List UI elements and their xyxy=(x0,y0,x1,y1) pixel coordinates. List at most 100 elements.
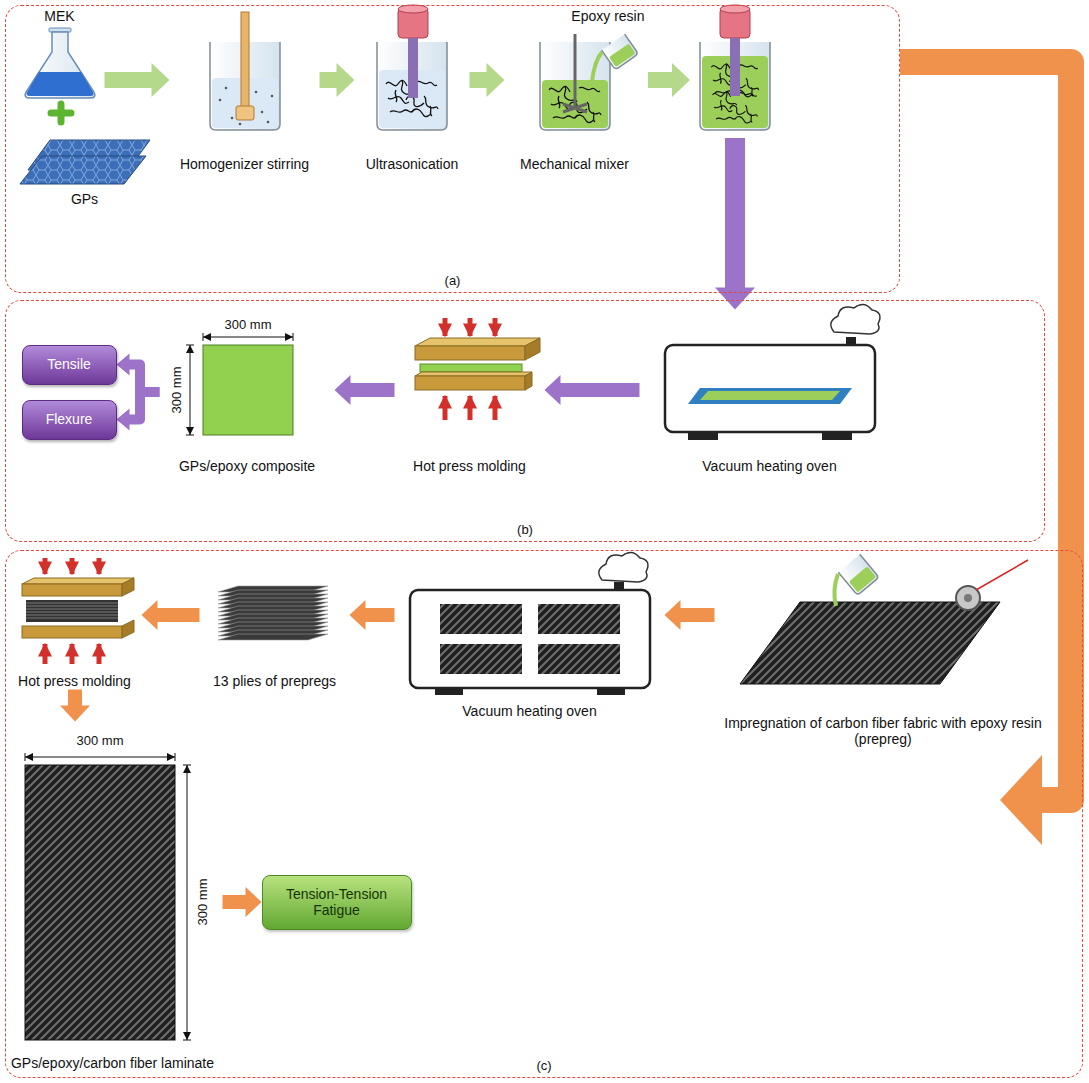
arrow-head xyxy=(487,63,505,97)
plus-sign xyxy=(51,104,71,122)
step-caption: Mechanical mixer xyxy=(505,156,645,172)
arrow-head xyxy=(142,600,158,630)
vacuum-oven xyxy=(688,388,852,404)
arrow-head xyxy=(665,600,681,630)
hot-press xyxy=(70,558,75,574)
homogenizer-beaker xyxy=(219,99,222,102)
process-step: GPs xyxy=(15,128,155,208)
process-step: Ultrasonication xyxy=(355,8,470,173)
vacuum-oven xyxy=(665,345,875,432)
mixture-beaker xyxy=(720,5,750,13)
hot-press xyxy=(97,644,102,664)
flask xyxy=(25,28,95,98)
homogenizer-beaker xyxy=(210,12,280,130)
arrow-head xyxy=(350,600,366,630)
vacuum-oven xyxy=(822,432,852,440)
homogenizer-beaker xyxy=(271,95,274,98)
arrow-head xyxy=(117,409,130,431)
flow-arrow xyxy=(223,887,262,917)
fabric-impregnation xyxy=(838,554,879,595)
vacuum-oven xyxy=(538,604,620,634)
flow-arrow xyxy=(545,375,640,405)
step-caption: Vacuum heating oven xyxy=(640,458,900,474)
laminate-plate xyxy=(25,753,191,1040)
fabric-impregnation xyxy=(838,554,879,595)
hot-press xyxy=(468,396,473,420)
test-box: Tension-Tension Fatigue xyxy=(262,875,412,930)
step-caption: GPs/epoxy/carbon fiber laminate xyxy=(3,1055,223,1071)
vacuum-oven xyxy=(440,604,522,634)
process-step: Vacuum heating oven xyxy=(640,310,900,475)
arrow-shaft xyxy=(223,895,247,909)
prepreg-stack xyxy=(218,586,328,640)
dimension-label: 300 mm xyxy=(196,879,211,926)
flow-arrow xyxy=(142,600,200,630)
vacuum-oven xyxy=(599,552,648,582)
fabric-impregnation xyxy=(849,566,876,592)
mixer-beaker xyxy=(592,52,602,82)
vacuum-oven xyxy=(688,432,718,440)
step-caption: GPs/epoxy composite xyxy=(160,458,335,474)
process-step: MEK xyxy=(15,8,105,100)
process-step: Vacuum heating oven xyxy=(395,556,665,720)
vacuum-oven xyxy=(410,552,650,695)
process-step: Epoxy resinMechanical mixer xyxy=(505,8,645,173)
dimension-label: 300 mm xyxy=(170,367,185,414)
composite-plate xyxy=(203,337,293,338)
flow-arrow xyxy=(105,63,170,97)
flow-arrow xyxy=(117,392,160,431)
box-label: Tensile xyxy=(29,356,110,372)
fabric-impregnation xyxy=(740,554,1028,684)
process-panel: (b)TensileFlexureGPs/epoxy compositeHot … xyxy=(5,300,1045,542)
vacuum-oven xyxy=(435,688,463,695)
process-step: 13 plies of prepregs xyxy=(200,556,350,690)
arrow-shaft xyxy=(350,383,395,397)
laminate-plate xyxy=(25,765,175,1040)
test-box: Flexure xyxy=(22,400,117,440)
hot-press xyxy=(415,372,532,376)
vacuum-oven xyxy=(597,688,625,695)
step-caption: Ultrasonication xyxy=(355,156,470,172)
ultrasonication-beaker xyxy=(408,38,418,98)
vacuum-oven xyxy=(410,590,650,688)
hot-press xyxy=(43,558,48,574)
panel-label: (b) xyxy=(6,523,1044,538)
ultrasonication-beaker xyxy=(398,5,428,13)
arrow-shaft xyxy=(900,62,1071,800)
hot-press xyxy=(525,338,540,360)
arrow-shaft xyxy=(157,608,200,622)
plus-sign xyxy=(51,104,71,122)
laminate-plate xyxy=(25,753,191,1040)
flow-arrow xyxy=(648,63,690,97)
dimension-label: 300 mm xyxy=(77,734,124,749)
dimension-label: 300 mm xyxy=(225,318,272,333)
arrow-shaft xyxy=(365,608,395,622)
homogenizer-beaker xyxy=(239,123,242,126)
process-panel: (c)Hot press molding13 plies of prepregs… xyxy=(5,550,1083,1078)
step-caption: Epoxy resin xyxy=(505,8,645,24)
vacuum-oven xyxy=(665,304,880,440)
arrow-shaft xyxy=(105,72,153,88)
arrow-head xyxy=(60,706,90,722)
box-label: Flexure xyxy=(29,411,110,427)
vacuum-oven xyxy=(538,644,620,674)
homogenizer-beaker xyxy=(231,117,234,120)
arrow-shaft xyxy=(68,690,82,707)
hot-press xyxy=(443,318,448,336)
test-box: Tensile xyxy=(22,345,117,385)
fabric-impregnation xyxy=(964,594,972,602)
homogenizer-beaker xyxy=(267,121,270,124)
fabric-impregnation xyxy=(976,560,1028,590)
mixer-beaker xyxy=(574,34,577,108)
fabric-impregnation xyxy=(834,574,838,606)
mixture-beaker xyxy=(700,5,770,130)
hot-press xyxy=(26,600,118,622)
mixture-beaker xyxy=(713,91,758,123)
mixture-beaker xyxy=(730,38,740,96)
step-caption: Vacuum heating oven xyxy=(395,703,665,719)
hot-press xyxy=(122,578,134,596)
flow-arrow xyxy=(335,375,395,405)
hot-press xyxy=(493,318,498,336)
flow-arrow xyxy=(117,354,160,393)
graphene-sheets xyxy=(20,156,146,184)
